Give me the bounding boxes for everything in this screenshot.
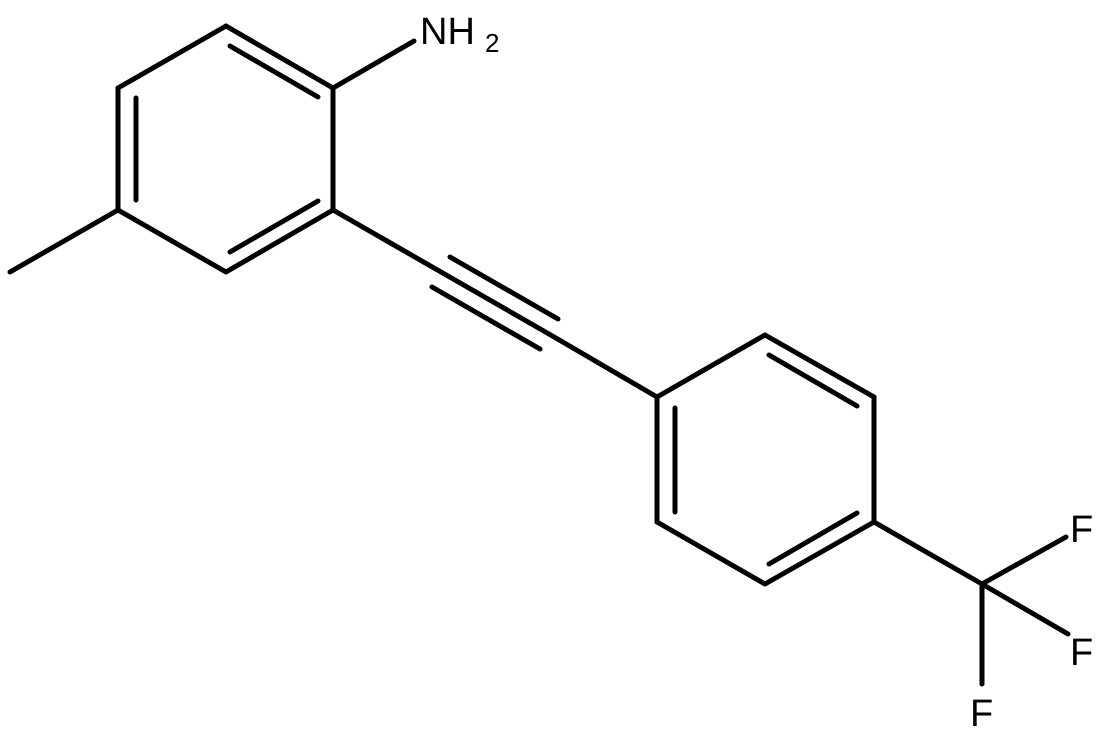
bond-ring2-cf3 (871, 519, 985, 587)
bond-amine (330, 38, 417, 91)
bond-ring2-double-c2-c3 (766, 352, 860, 409)
bond-alkyne-lower (429, 284, 543, 352)
bond-ring1-c3-c4 (115, 207, 229, 275)
bond-alkyne-center (438, 269, 552, 337)
fluorine-label-1: F (1070, 509, 1093, 551)
bond-methyl (7, 207, 121, 275)
bond-ring2-c1-c2 (654, 332, 768, 400)
bond-ring1-double-c6-c1 (227, 43, 321, 100)
bond-ring2-double-c4-c5 (766, 510, 860, 567)
bond-ring2-c5-c6 (654, 519, 768, 587)
amine-label: NH (420, 11, 475, 53)
aniline-ring (115, 23, 336, 275)
fluorine-label-3: F (970, 693, 993, 735)
bond-alkyne-upper (447, 254, 561, 322)
bond-ring1-alkyne (330, 207, 444, 275)
bond-ring2-c4-c5 (762, 519, 877, 587)
bond-c-f2 (979, 581, 1071, 637)
trifluoromethyl-group (871, 519, 1071, 687)
bond-ring1-c6-c1 (223, 23, 336, 91)
bond-ring1-double-c2-c3 (227, 198, 321, 255)
bond-c-f1 (979, 534, 1069, 587)
fluorine-label-2: F (1070, 632, 1093, 674)
trifluoromethylphenyl-ring (654, 332, 877, 587)
amine-subscript: 2 (485, 28, 499, 58)
bond-ring1-c5-c6 (115, 23, 229, 91)
bond-alkyne-ring2 (546, 331, 660, 400)
alkyne-triple-bond (330, 207, 660, 400)
bond-ring2-c2-c3 (762, 332, 877, 400)
bond-ring1-c2-c3 (223, 207, 336, 275)
